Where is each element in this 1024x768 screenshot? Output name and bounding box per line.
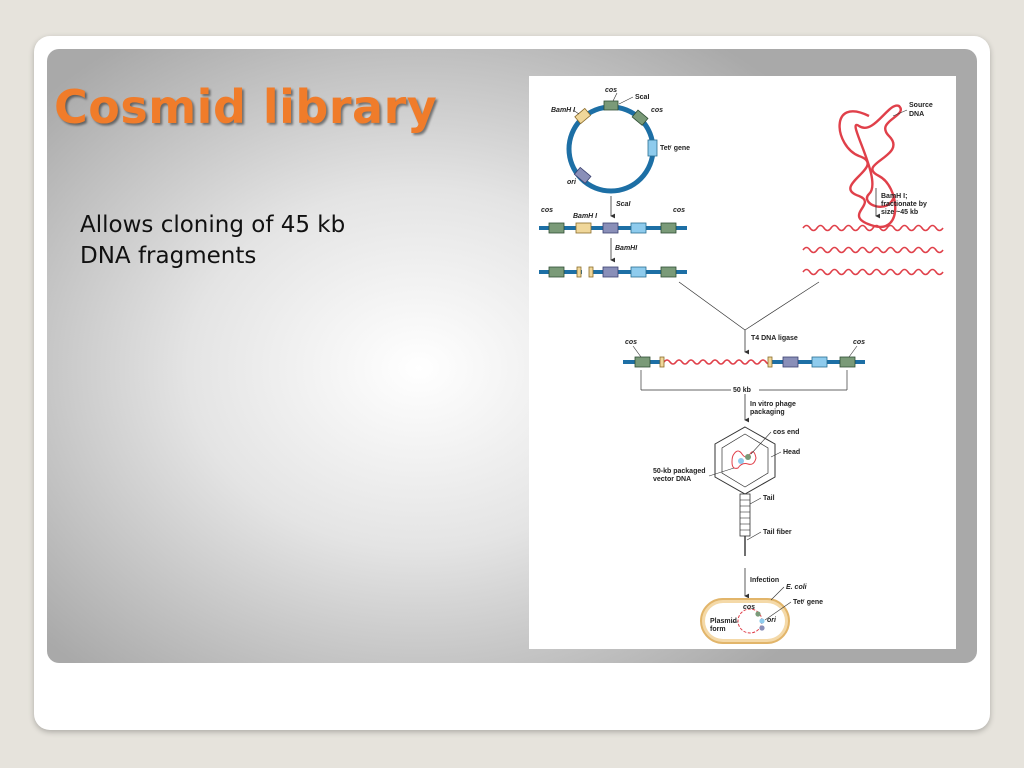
cosmid-diagram-svg: cos ScaI BamH I cos Tetʳ gene ori Source…: [539, 87, 944, 644]
label-fract-3: size ~45 kb: [881, 209, 918, 216]
label-ori-cell: ori: [767, 617, 777, 624]
label-scal: ScaI: [635, 94, 649, 101]
label-cos-top: cos: [605, 87, 617, 94]
label-tet-gene: Tetʳ gene: [660, 145, 690, 152]
label-plasmid-1: Plasmid: [710, 618, 737, 625]
label-source-2: DNA: [909, 111, 924, 118]
label-source-1: Source: [909, 102, 933, 109]
bamhi-box: [574, 107, 592, 125]
span-50kb: 50 kb: [640, 370, 848, 394]
label-cos-cell: cos: [743, 604, 755, 611]
label-packaging-1: In vitro phage: [750, 401, 796, 408]
body-line-2: DNA fragments: [80, 243, 257, 269]
body-line-1: Allows cloning of 45 kb: [80, 212, 346, 238]
label-infection: Infection: [750, 577, 779, 584]
label-cos-lin-right: cos: [673, 207, 685, 214]
source-dna-coil: [838, 104, 902, 229]
lambda-phage: cos end Head 50-kb packaged vector DNA T…: [653, 426, 800, 556]
label-packaging-2: packaging: [750, 409, 785, 416]
label-cos-right: cos: [651, 107, 663, 114]
cut-vector: [539, 266, 687, 278]
label-fract-2: fractionate by: [881, 201, 927, 208]
label-50kb: 50 kb: [733, 387, 751, 394]
label-ecoli: E. coli: [786, 584, 808, 591]
label-cos-lig-right: cos: [853, 339, 865, 346]
slide-title: Cosmid library: [54, 80, 438, 134]
linear-vector: cos BamH I cos: [539, 207, 687, 234]
label-tail-fiber: Tail fiber: [763, 529, 792, 536]
cos-box-right: [631, 109, 649, 126]
ligated-concatemer: cos cos: [623, 339, 865, 368]
label-packaged-2: vector DNA: [653, 476, 691, 483]
ori-box: [573, 166, 592, 184]
label-cos-end: cos end: [773, 429, 799, 436]
cos-box-top: [603, 100, 619, 111]
source-dna: Source DNA: [838, 102, 933, 229]
label-t4-ligase: T4 DNA ligase: [751, 335, 798, 342]
label-fract-1: BamH I;: [881, 193, 907, 200]
label-head: Head: [783, 449, 800, 456]
label-bamhi: BamH I: [551, 107, 576, 114]
label-scal-arrow: ScaI: [616, 201, 631, 208]
label-tet-cell: Tetʳ gene: [793, 599, 823, 606]
label-cos-lig-left: cos: [625, 339, 637, 346]
label-plasmid-2: form: [710, 626, 726, 633]
ecoli-cell: E. coli cos Tetʳ gene ori Plasmid form: [700, 584, 823, 644]
cosmid-diagram: cos ScaI BamH I cos Tetʳ gene ori Source…: [529, 76, 956, 649]
label-packaged-1: 50-kb packaged: [653, 468, 706, 475]
tet-gene-box: [647, 139, 658, 157]
label-bamhi-arrow: BamHI: [615, 245, 638, 252]
cosmid-vector-circle: cos ScaI BamH I cos Tetʳ gene ori: [551, 87, 690, 194]
label-bamhi-lin: BamH I: [573, 213, 598, 220]
label-cos-lin-left: cos: [541, 207, 553, 214]
slide-body: Allows cloning of 45 kb DNA fragments: [80, 210, 440, 272]
insert-fragments: [802, 224, 944, 276]
label-ori: ori: [567, 179, 577, 186]
label-tail: Tail: [763, 495, 775, 502]
